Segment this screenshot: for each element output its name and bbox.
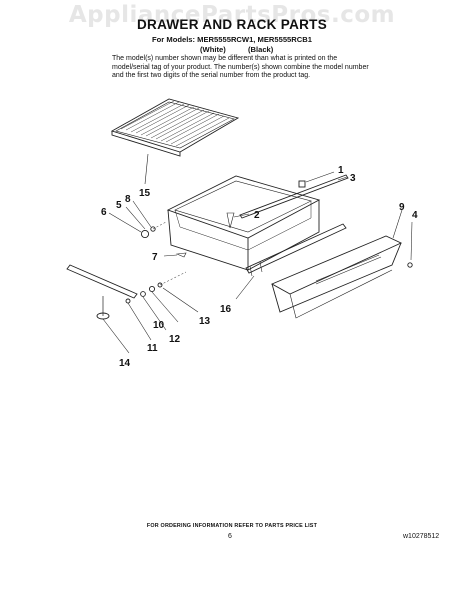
callout-5: 5 (116, 200, 122, 211)
site-watermark: AppliancePartsPros.com (68, 2, 396, 28)
roller-part (140, 229, 150, 239)
callout-14: 14 (119, 358, 131, 369)
callout-11: 11 (147, 343, 158, 354)
callout-3: 3 (350, 173, 356, 184)
callout-6: 6 (101, 207, 107, 218)
callout-1: 1 (338, 165, 344, 176)
color-black-label: (Black) (247, 45, 274, 54)
callout-4: 4 (412, 210, 418, 221)
drawer-body-part (166, 175, 321, 271)
models-line: For Models: MER5555RCW1, MER5555RCB1 (152, 35, 312, 44)
screw-part (226, 212, 235, 229)
callout-12: 12 (169, 334, 181, 345)
callout-9: 9 (399, 202, 405, 213)
document-id: w10278512 (403, 533, 440, 540)
roller-lower-part (148, 285, 156, 293)
ordering-note: FOR ORDERING INFORMATION REFER TO PARTS … (146, 523, 318, 529)
callout-13: 13 (199, 316, 211, 327)
washer-part (125, 298, 131, 304)
lower-rail-part (245, 223, 347, 274)
spacer-part (140, 291, 146, 297)
callout-2: 2 (254, 210, 260, 221)
callout-10: 10 (153, 320, 165, 331)
drawer-slide-rail-part (239, 174, 349, 219)
callout-8: 8 (125, 194, 131, 205)
color-white-label: (White) (200, 45, 226, 54)
oven-rack-part (110, 98, 240, 157)
nut-part (157, 282, 163, 288)
clip-part (298, 180, 306, 188)
bushing-part (150, 226, 156, 232)
color-variants: (White) (Black) (200, 45, 273, 54)
drawer-front-panel-part (270, 235, 403, 319)
base-rail-part (66, 264, 138, 299)
page-title: DRAWER AND RACK PARTS (136, 17, 328, 32)
bumper-part (407, 262, 413, 268)
callout-15: 15 (139, 188, 151, 199)
screw-left-part (175, 252, 187, 258)
callout-16: 16 (220, 304, 232, 315)
callout-7: 7 (152, 252, 158, 263)
model-number-note: The model(s) number shown may be differe… (112, 55, 369, 80)
page-number: 6 (228, 533, 232, 540)
